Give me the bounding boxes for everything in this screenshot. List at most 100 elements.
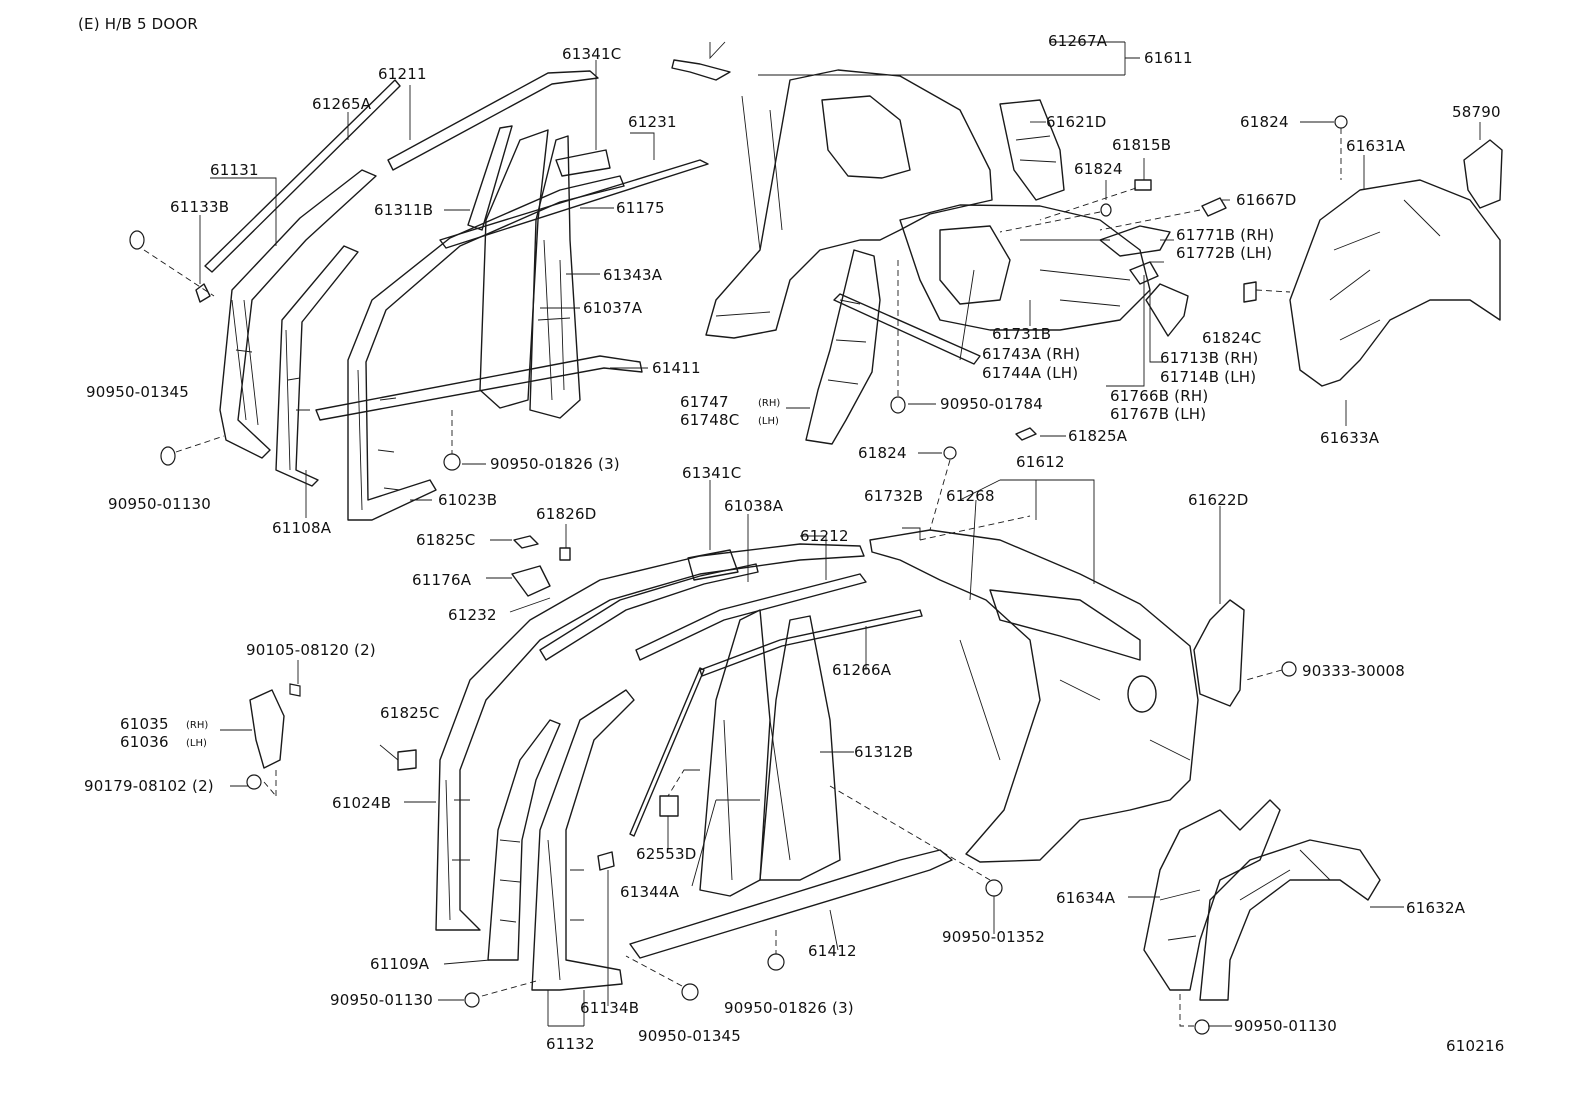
part-label-61825C-low: 61825C	[380, 704, 440, 722]
body-side-outer-front	[435, 543, 865, 931]
part-label-61747: 61747	[680, 393, 729, 411]
part-label-61824-top: 61824	[1240, 113, 1289, 131]
part-label-61714B: 61714B (LH)	[1160, 368, 1257, 386]
part-label-61232: 61232	[448, 606, 497, 624]
part-label-90950-01784: 90950-01784	[940, 395, 1044, 413]
part-label-61411: 61411	[652, 359, 701, 377]
plug-90950-01345-top	[129, 230, 145, 250]
part-label-61743A: 61743A (RH)	[982, 345, 1081, 363]
part-label-61825A: 61825A	[1068, 427, 1128, 445]
pad-61826D	[559, 547, 571, 561]
side-tag-lh-61036: (LH)	[186, 738, 207, 749]
part-label-61036: 61036	[120, 733, 169, 751]
part-label-61265A: 61265A	[312, 95, 372, 113]
part-label-61267A: 61267A	[1048, 32, 1108, 50]
part-label-90179-08102: 90179-08102 (2)	[84, 777, 214, 795]
plug-90950-01345-low	[681, 983, 699, 1001]
roof-bracket-upper	[555, 149, 611, 177]
part-label-61634A: 61634A	[1056, 889, 1116, 907]
plug-90950-01130-low	[464, 992, 480, 1008]
part-label-61766B: 61766B (RH)	[1110, 387, 1209, 405]
part-label-61824-a: 61824	[1074, 160, 1123, 178]
quarter-window-lower	[989, 589, 1141, 661]
wheelhouse-lower-group	[1143, 799, 1381, 1001]
center-pillar-lower-outer	[759, 615, 841, 881]
part-label-61744A: 61744A (LH)	[982, 364, 1079, 382]
plug-90950-01352	[985, 879, 1003, 897]
part-label-61633A: 61633A	[1320, 429, 1380, 447]
part-label-90950-01130-low: 90950-01130	[330, 991, 434, 1009]
part-label-61211: 61211	[378, 65, 427, 83]
clip-61134B	[597, 851, 615, 871]
center-pillar-inner	[479, 129, 549, 409]
part-label-61134B: 61134B	[580, 999, 640, 1017]
pad-61825C-top	[513, 535, 539, 549]
side-tag-rh-61747: (RH)	[758, 398, 781, 409]
side-tag-rh-61035: (RH)	[186, 720, 209, 731]
quarter-outer-panel	[705, 69, 993, 339]
part-label-61621D: 61621D	[1046, 113, 1107, 131]
plug-90950-01130-top	[160, 446, 176, 466]
diagram-code: 610216	[1446, 1037, 1505, 1055]
front-pillar-outer	[219, 169, 377, 459]
part-label-61212: 61212	[800, 527, 849, 545]
quarter-bracket-b	[1145, 283, 1189, 337]
front-door-frame-panel	[347, 175, 625, 521]
front-pillar-lower-outer	[531, 689, 635, 991]
rocker-sill-lower	[629, 849, 953, 959]
part-label-61035: 61035	[120, 715, 169, 733]
part-label-90950-01345-low: 90950-01345	[638, 1027, 742, 1045]
front-pillar-lower-reinforcement	[487, 719, 561, 961]
front-pillar-reinforcement	[275, 245, 359, 487]
part-label-61133B: 61133B	[170, 198, 230, 216]
part-label-90950-01352: 90950-01352	[942, 928, 1046, 946]
quarter-panel-group	[671, 59, 1348, 460]
part-label-58790: 58790	[1452, 103, 1501, 121]
quarter-outer-panel-lower	[869, 529, 1199, 863]
plug-61824-b	[943, 446, 957, 460]
door-opening-strip	[629, 667, 705, 837]
part-label-61632A: 61632A	[1406, 899, 1466, 917]
front-pillar-group	[204, 70, 709, 521]
part-label-61023B: 61023B	[438, 491, 498, 509]
center-pillar-outer	[529, 135, 581, 419]
part-label-61266A: 61266A	[832, 661, 892, 679]
bracket-61176A	[511, 565, 551, 597]
quarter-window-opening	[821, 95, 911, 179]
pad-61825C-low	[397, 749, 417, 771]
plug-90950-01826-top	[443, 453, 461, 471]
part-label-90950-01826-low: 90950-01826 (3)	[724, 999, 854, 1017]
part-label-61108A: 61108A	[272, 519, 332, 537]
quarter-inner-rail	[833, 293, 981, 365]
part-label-61341C-mid: 61341C	[682, 464, 742, 482]
rocker-sill-upper	[315, 355, 643, 421]
wheelhouse-inner-61634A	[1143, 799, 1281, 991]
part-label-61038A: 61038A	[724, 497, 784, 515]
part-label-61667D: 61667D	[1236, 191, 1297, 209]
fuel-door-opening	[1127, 675, 1157, 713]
quarter-bracket-a	[1099, 225, 1171, 257]
quarter-inner-pillar-lower	[805, 249, 881, 445]
part-label-90333-30008: 90333-30008	[1302, 662, 1406, 680]
rear-wheelhouse-group	[1289, 139, 1503, 387]
pad-61815B	[1134, 179, 1152, 191]
wheelhouse-outer-upper	[1289, 179, 1501, 387]
part-label-61176A: 61176A	[412, 571, 472, 589]
plug-90950-01826-low	[767, 953, 785, 971]
roof-side-rail	[439, 159, 709, 249]
part-label-90105-08120: 90105-08120 (2)	[246, 641, 376, 659]
body-side-lower-group	[129, 230, 1210, 1035]
part-label-61312B: 61312B	[854, 743, 914, 761]
part-label-61175: 61175	[616, 199, 665, 217]
part-label-61231: 61231	[628, 113, 677, 131]
part-label-61825C-top: 61825C	[416, 531, 476, 549]
side-tag-lh-61748C: (LH)	[758, 416, 779, 427]
pad-61824C	[1243, 281, 1257, 303]
roof-rail-upper	[387, 70, 599, 171]
pad-61825A	[1015, 427, 1037, 441]
plug-90950-01130-right	[1194, 1019, 1210, 1035]
part-label-61024B: 61024B	[332, 794, 392, 812]
part-label-61037A: 61037A	[583, 299, 643, 317]
part-label-61311B: 61311B	[374, 201, 434, 219]
